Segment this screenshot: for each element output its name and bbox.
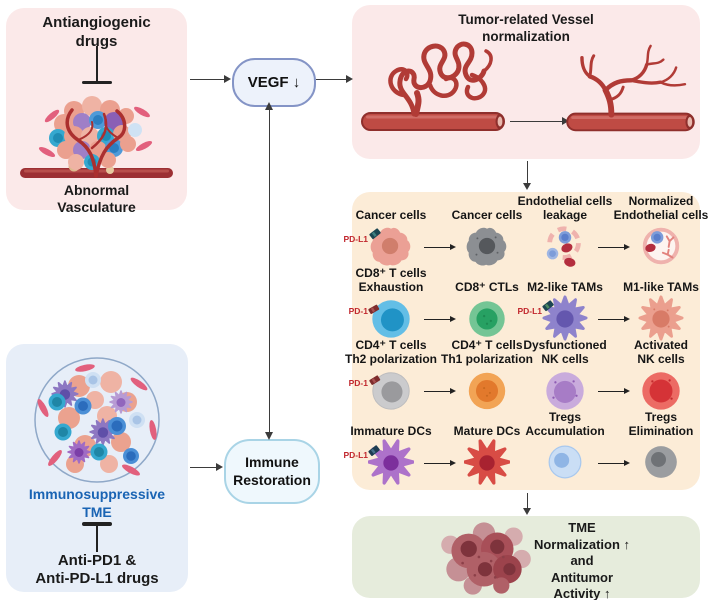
pd-l1-label: PD-L1: [343, 450, 368, 460]
pink-cancer-cell-icon: [369, 227, 411, 266]
arrow-tme-to-restoration: [190, 463, 223, 472]
arrow-right-icon: [510, 117, 569, 126]
cd4-th2-icon: [369, 372, 410, 410]
outcome-text: TME Normalization ↑ and Antitumor Activi…: [533, 520, 631, 600]
gray-cancer-cell-icon: [466, 227, 507, 266]
arrow-right-icon: [424, 387, 456, 394]
double-arrow-vegf-restoration: [265, 102, 274, 440]
immune-cells-panel: Cancer cells PD-L1 Cancer cells: [343, 192, 708, 490]
item-endothelial-cells: Endothelial cells leakage N: [518, 194, 708, 269]
cell-label: Immature DCs: [350, 424, 432, 439]
anti-pd1-pdl1-drugs-label: Anti-PD1 & Anti-PD-L1 drugs: [35, 552, 159, 588]
chaotic-tumor-vessel-icon: [361, 41, 505, 131]
to-half: M1-like TAMs: [623, 266, 699, 341]
from-half: CD4⁺ T cells Th2 polarization PD-1: [345, 338, 437, 413]
pd-1-label: PD-1: [348, 306, 368, 316]
item-cd4-t-cells: CD4⁺ T cells Th2 polarization PD-1 CD4⁺ …: [345, 338, 533, 413]
immature-dc-icon: [368, 439, 414, 485]
vegf-node: VEGF ↓: [232, 58, 316, 107]
from-half: Endothelial cells leakage: [518, 194, 612, 269]
arrow-right-icon: [598, 315, 630, 322]
item-nk-cells: Dysfunctioned NK cells Activated NK cell…: [523, 338, 694, 413]
cell-label: Tregs Elimination: [628, 410, 694, 439]
arrow-right-icon: [424, 459, 456, 466]
inhibition-bar-icon: [82, 522, 112, 552]
cell-label: CD4⁺ T cells Th2 polarization: [344, 338, 437, 367]
pd-1-label: PD-1: [348, 378, 368, 388]
item-dcs: Immature DCs PD-L1 Mature DCs: [343, 410, 520, 485]
cell-label: Normalized Endothelial cells: [613, 194, 709, 223]
arrow-right-icon: [598, 459, 630, 466]
to-half: Activated NK cells: [628, 338, 694, 413]
item-cd8-t-cells: CD8⁺ T cells Exhaustion PD-1 CD8⁺ CTLs: [349, 266, 520, 341]
from-half: CD8⁺ T cells Exhaustion PD-1: [349, 266, 427, 341]
treg-accumulation-icon: [548, 445, 582, 479]
leaky-endothelium-icon: [546, 226, 581, 267]
cell-label: M1-like TAMs: [623, 280, 699, 295]
antiangiogenic-panel: Antiangiogenic drugs: [6, 8, 187, 215]
item-tregs: Tregs Accumulation Tregs Elimination: [525, 410, 694, 485]
cell-label: Mature DCs: [453, 424, 521, 439]
immune-restoration-node: Immune Restoration: [224, 439, 320, 504]
cell-label: Endothelial cells leakage: [517, 194, 613, 223]
from-half: Dysfunctioned NK cells: [523, 338, 607, 413]
from-half: M2-like TAMs PD-L1: [517, 266, 603, 341]
cell-label: Cancer cells: [451, 208, 523, 223]
to-half: Normalized Endothelial cells: [614, 194, 708, 269]
cell-label: CD8⁺ CTLs: [455, 280, 519, 295]
item-cancer-cells: Cancer cells PD-L1 Cancer cells: [343, 194, 522, 269]
to-half: CD4⁺ T cells Th1 polarization: [441, 338, 533, 413]
dysfunctional-nk-icon: [546, 372, 584, 410]
to-half: Cancer cells: [452, 194, 522, 269]
immunosuppressive-tme-label: Immunosuppressive TME: [28, 486, 166, 520]
to-half: Mature DCs: [454, 410, 520, 485]
outcome-panel: TME Normalization ↑ and Antitumor Activi…: [352, 516, 700, 600]
item-tams: M2-like TAMs PD-L1 M1-like TAMs: [517, 266, 699, 341]
cell-label: M2-like TAMs: [527, 280, 603, 295]
immunosuppressive-tme-illustration: [34, 357, 160, 483]
pd-l1-label: PD-L1: [517, 306, 542, 316]
arrow-antiangiogenic-to-vegf: [190, 75, 231, 84]
abnormal-tumor-vasculature-illustration: [20, 96, 173, 178]
cell-label: Tregs Accumulation: [525, 410, 605, 439]
cell-label: Cancer cells: [355, 208, 427, 223]
vessel-normalization-title: Tumor-related Vessel normalization: [458, 12, 594, 44]
arrow-vegf-to-vessel-panel: [316, 75, 353, 84]
cell-label: Activated NK cells: [633, 338, 689, 367]
immunosuppressive-tme-panel: Immunosuppressive TME Anti-PD1 & Anti-PD…: [6, 344, 188, 592]
normalized-tumor-illustration: [441, 522, 531, 595]
antiangiogenic-title: Antiangiogenic drugs: [42, 14, 151, 50]
from-half: Immature DCs PD-L1: [343, 410, 432, 485]
from-half: Cancer cells PD-L1: [343, 194, 426, 269]
mature-dc-icon: [464, 439, 510, 485]
inhibition-bar-icon: [82, 46, 112, 84]
abnormal-vasculature-label: Abnormal Vasculature: [57, 182, 136, 215]
cell-transform-grid: Cancer cells PD-L1 Cancer cells: [343, 194, 708, 485]
to-half: CD8⁺ CTLs: [454, 266, 520, 341]
activated-nk-icon: [642, 372, 680, 410]
normalized-vessel-icon: [566, 44, 695, 132]
arrow-vessel-to-cells: [523, 161, 532, 190]
normalized-endothelium-icon: [642, 227, 680, 265]
vessel-normalization-panel: Tumor-related Vessel normalization: [352, 5, 700, 159]
cell-label: CD8⁺ T cells Exhaustion: [355, 266, 427, 295]
arrow-cells-to-outcome: [523, 493, 532, 515]
arrow-right-icon: [424, 243, 456, 250]
arrow-right-icon: [598, 243, 630, 250]
arrow-right-icon: [424, 315, 456, 322]
from-half: Tregs Accumulation: [525, 410, 605, 485]
arrow-right-icon: [598, 387, 630, 394]
cell-label: CD4⁺ T cells Th1 polarization: [440, 338, 533, 367]
cd4-th1-icon: [468, 372, 506, 410]
cd8-ctl-icon: [469, 301, 505, 337]
m1-tam-icon: [638, 295, 684, 341]
cell-label: Dysfunctioned NK cells: [523, 338, 607, 367]
treg-elimination-icon: [645, 446, 677, 478]
to-half: Tregs Elimination: [628, 410, 694, 485]
pd-l1-label: PD-L1: [343, 234, 368, 244]
m2-tam-icon: [542, 295, 588, 341]
exhausted-cd8-tcell-icon: [368, 300, 410, 338]
